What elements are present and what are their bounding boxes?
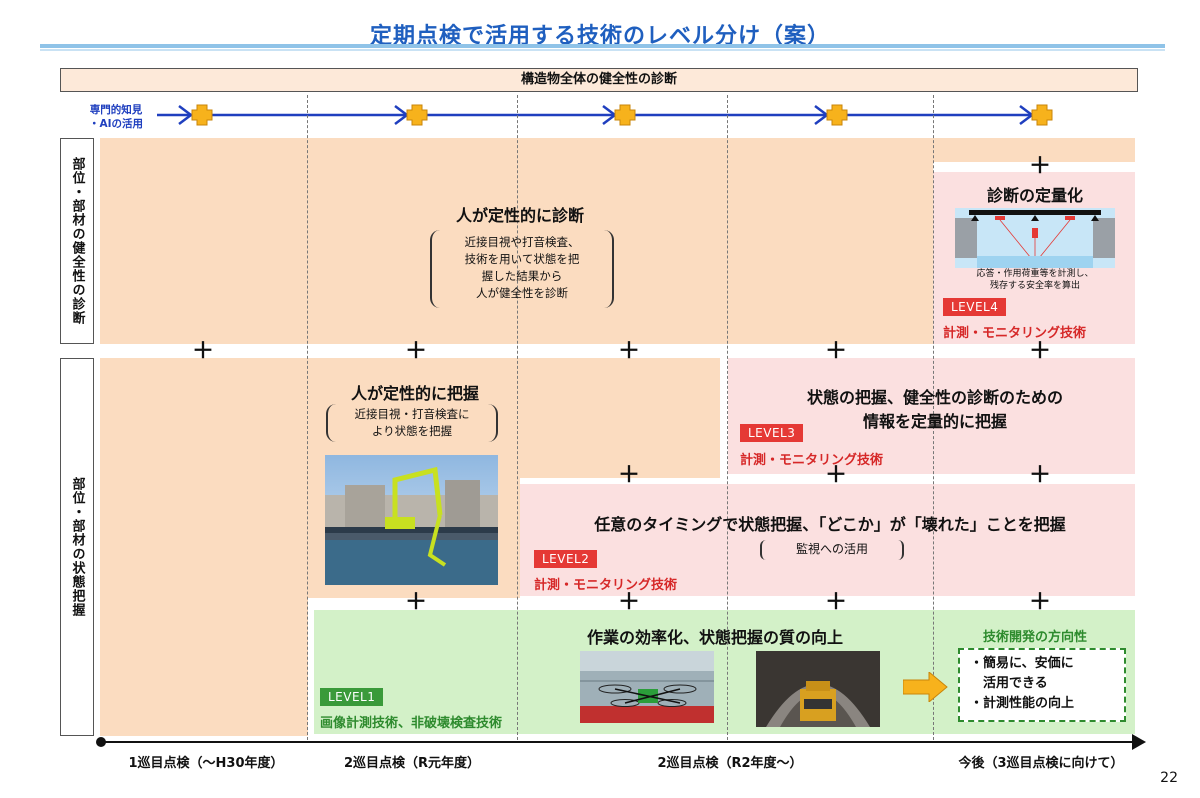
title-underline xyxy=(40,44,1165,48)
time-axis xyxy=(100,741,1140,743)
level4-heading: 診断の定量化 xyxy=(986,186,1083,205)
plus-icon: ＋ xyxy=(825,463,848,488)
diagnosis-heading: 人が定性的に診断 xyxy=(455,206,584,225)
plus-icon: ＋ xyxy=(618,339,641,364)
level2-heading: 任意のタイミングで状態把握、「どこか」が「壊れた」ことを把握 xyxy=(594,515,1066,534)
level2-panel xyxy=(520,484,1135,596)
level4-tech: 計測・モニタリング技術 xyxy=(943,326,1087,341)
divider-line xyxy=(933,95,934,740)
level4-caption: 応答・作用荷重等を計測し、 残存する安全率を算出 xyxy=(976,269,1094,291)
title-underline-light xyxy=(40,49,1165,51)
tunnel-vehicle-photo xyxy=(756,651,880,727)
level3-heading: 状態の把握、健全性の診断のための 情報を定量的に把握 xyxy=(806,388,1063,431)
orange-plus-icon xyxy=(406,104,428,126)
diagnosis-body: 近接目視や打音検査、 技術を用いて状態を把 握した結果から 人が健全性を診断 xyxy=(430,230,614,308)
axis-label: 1巡目点検（～H30年度） xyxy=(128,756,284,771)
axis-label: 2巡目点検（R元年度） xyxy=(343,756,481,771)
bridge-diagram xyxy=(955,208,1115,268)
plus-icon: ＋ xyxy=(825,339,848,364)
level4-badge: LEVEL4 xyxy=(943,298,1007,316)
plus-icon: ＋ xyxy=(405,590,428,615)
level2-sub: 監視への活用 xyxy=(760,540,904,560)
level2-tech: 計測・モニタリング技術 xyxy=(534,578,678,593)
axis-arrow-icon xyxy=(1132,734,1146,750)
axis-label: 2巡目点検（R2年度～） xyxy=(657,756,803,771)
level2-badge: LEVEL2 xyxy=(534,550,598,568)
plus-icon: ＋ xyxy=(825,590,848,615)
expert-label: 専門的知見 ・AIの活用 xyxy=(88,104,144,130)
drone-photo xyxy=(580,651,714,723)
state-heading: 人が定性的に把握 xyxy=(350,384,479,403)
expert-timeline xyxy=(157,104,1053,126)
block-arrow-icon xyxy=(903,672,948,702)
side-label-state: 部位・部材の状態把握 xyxy=(60,358,94,736)
divider-line xyxy=(307,95,308,740)
level1-heading: 作業の効率化、状態把握の質の向上 xyxy=(586,628,843,647)
top-banner: 構造物全体の健全性の診断 xyxy=(60,68,1138,92)
plus-icon: ＋ xyxy=(618,463,641,488)
bridge-inspection-photo xyxy=(325,455,498,585)
direction-title: 技術開発の方向性 xyxy=(982,630,1087,645)
level1-tech: 画像計測技術、非破壊検査技術 xyxy=(320,716,503,731)
plus-icon: ＋ xyxy=(1029,339,1052,364)
orange-plus-icon xyxy=(1031,104,1053,126)
level1-badge: LEVEL1 xyxy=(320,688,384,706)
divider-line xyxy=(517,95,518,740)
plus-icon: ＋ xyxy=(1029,154,1052,179)
orange-plus-icon xyxy=(191,104,213,126)
axis-label: 今後（3巡目点検に向けて） xyxy=(958,756,1124,771)
orange-plus-icon xyxy=(826,104,848,126)
direction-box: ・簡易に、安価に 活用できる ・計測性能の向上 xyxy=(958,648,1126,722)
plus-icon: ＋ xyxy=(1029,463,1052,488)
level3-badge: LEVEL3 xyxy=(740,424,804,442)
page-number: 22 xyxy=(1160,770,1178,786)
state-band-lower xyxy=(100,598,308,736)
diagnosis-band xyxy=(100,138,933,344)
plus-icon: ＋ xyxy=(618,590,641,615)
state-body: 近接目視・打音検査に より状態を把握 xyxy=(326,404,498,442)
divider-line xyxy=(727,95,728,740)
plus-icon: ＋ xyxy=(405,339,428,364)
plus-icon: ＋ xyxy=(192,339,215,364)
arrow-icon xyxy=(178,105,194,125)
orange-plus-icon xyxy=(614,104,636,126)
level3-tech: 計測・モニタリング技術 xyxy=(740,453,884,468)
plus-icon: ＋ xyxy=(1029,590,1052,615)
side-label-diagnosis: 部位・部材の健全性の診断 xyxy=(60,138,94,344)
level3-panel xyxy=(728,358,1135,474)
